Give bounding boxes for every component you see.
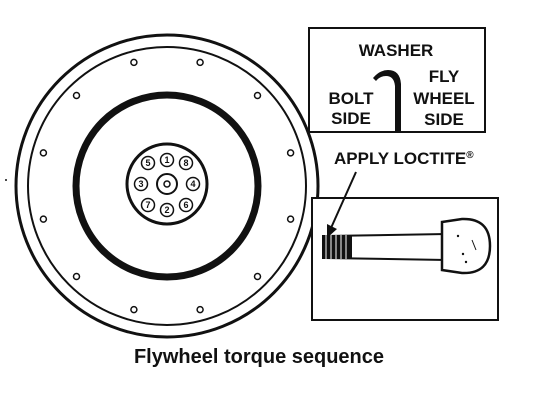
hub-center-outer [156,173,178,195]
hub-center-inner [163,180,171,188]
bolt-5-number: 5 [145,158,150,168]
flywheel: 1 8 4 6 2 7 3 5 [14,33,320,339]
outer-bolt-hole [196,58,204,67]
flywheel-inner-rim [27,46,307,326]
washer-inset: WASHER BOLT SIDE FLY WHEEL SIDE [308,27,486,133]
bolt-2: 2 [159,202,175,218]
bolt-8: 8 [178,155,194,171]
clutch-face-ring [72,91,262,281]
outer-bolt-hole [72,91,81,100]
bolt-head [440,217,492,275]
outer-bolt-holes [39,58,295,314]
outer-bolt-hole [253,272,262,281]
bolt-side-line1: BOLT [328,89,374,108]
bolt-head-detail [456,234,477,264]
outer-bolt-hole [286,149,295,157]
outer-bolt-hole [72,272,81,281]
bolt-threads [322,235,352,259]
outer-bolt-hole [286,215,295,223]
diagram-caption: Flywheel torque sequence [134,346,384,368]
bolt-2-number: 2 [164,205,169,215]
bolt-4-number: 4 [190,179,195,189]
bolt-7: 7 [140,197,156,213]
flywheel-side-line2: WHEEL [413,89,474,108]
bolt-3: 3 [133,176,149,192]
bolt-8-number: 8 [183,158,188,168]
loctite-text: APPLY LOCTITE [334,149,466,168]
bolt-4: 4 [185,176,201,192]
loctite-leader-arrow [327,171,357,238]
bolt-inset [311,197,499,321]
bolt-7-number: 7 [145,200,150,210]
outer-bolt-hole [130,305,138,314]
outer-bolt-hole [39,149,48,157]
bolt-side-line2: SIDE [331,109,371,128]
speck-mark [5,179,7,181]
bolt-1: 1 [159,152,175,168]
bolt-1-number: 1 [164,155,169,165]
bolt-5: 5 [140,155,156,171]
bolt-6-number: 6 [183,200,188,210]
bolt-6: 6 [178,197,194,213]
washer-profile [373,70,401,132]
apply-loctite-label: APPLY LOCTITE® [334,149,474,168]
bolt-3-number: 3 [138,179,143,189]
flywheel-side-line1: FLY [429,67,460,86]
flywheel-side-line3: SIDE [424,110,464,129]
outer-bolt-hole [39,215,48,223]
outer-bolt-hole [196,305,204,314]
outer-bolt-hole [253,91,262,100]
washer-title: WASHER [359,41,434,60]
outer-bolt-hole [130,58,138,67]
registered-mark: ® [466,150,474,161]
